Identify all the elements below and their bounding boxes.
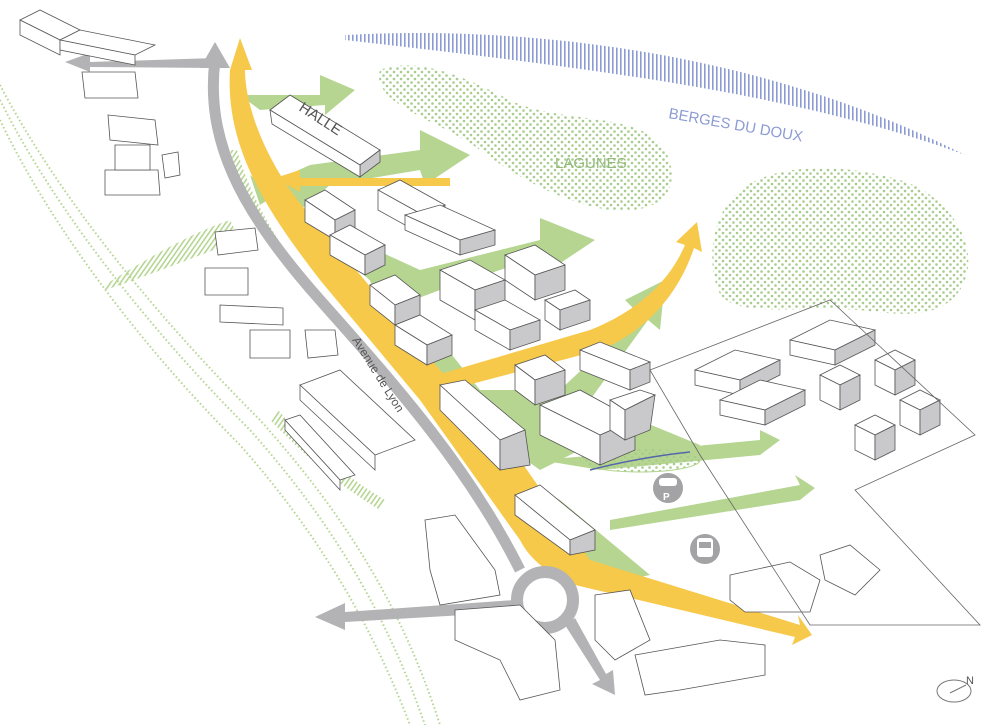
avenue-de-lyon-road [207, 59, 525, 573]
building [504, 244, 566, 301]
building [544, 289, 591, 331]
building [578, 341, 652, 391]
yellow-soft-mobility-axis [229, 38, 813, 645]
building [394, 314, 453, 366]
berges-du-doux-river [345, 32, 965, 155]
lagunes-area [379, 65, 672, 211]
gray-road-arrows [65, 42, 615, 695]
bus-icon [690, 534, 720, 564]
building [819, 544, 881, 596]
building [114, 144, 151, 171]
building [204, 267, 249, 296]
building [874, 349, 916, 396]
building [58, 29, 157, 66]
building [161, 151, 181, 179]
building [474, 299, 541, 351]
building [854, 414, 896, 461]
building [219, 304, 284, 326]
building [329, 224, 386, 276]
building [729, 561, 821, 613]
building [439, 379, 531, 471]
building [454, 604, 561, 701]
building [214, 227, 259, 256]
lagunes-label: LAGUNES [555, 155, 627, 172]
building [424, 514, 501, 606]
building [304, 189, 356, 241]
building [788, 319, 877, 366]
building [107, 114, 159, 146]
green-buffer-strip [105, 220, 240, 290]
building [249, 329, 291, 359]
building [514, 484, 596, 556]
building [514, 354, 566, 406]
building [304, 329, 339, 359]
building [634, 639, 766, 696]
east-lagoon-area [712, 168, 969, 314]
building [284, 414, 356, 492]
building [819, 364, 861, 411]
building [594, 589, 651, 661]
parking-letter: P [663, 492, 670, 503]
parcel-outline [649, 299, 981, 626]
halle-building: HALLE [269, 94, 381, 178]
building [403, 204, 497, 256]
parking-icon: P [653, 473, 683, 503]
north-label: N [966, 675, 974, 687]
swale-water [589, 451, 691, 471]
building [718, 379, 807, 426]
building [299, 369, 416, 471]
buildings [19, 9, 981, 701]
green-stripe-edge [230, 150, 345, 330]
building [609, 389, 657, 441]
building [899, 389, 941, 436]
berges-label: BERGES DU DOUX [667, 105, 804, 145]
building [81, 71, 139, 99]
building [19, 9, 81, 56]
building [369, 274, 421, 326]
roundabout [511, 566, 579, 634]
building [104, 169, 161, 196]
north-arrow-icon: N [936, 675, 974, 703]
